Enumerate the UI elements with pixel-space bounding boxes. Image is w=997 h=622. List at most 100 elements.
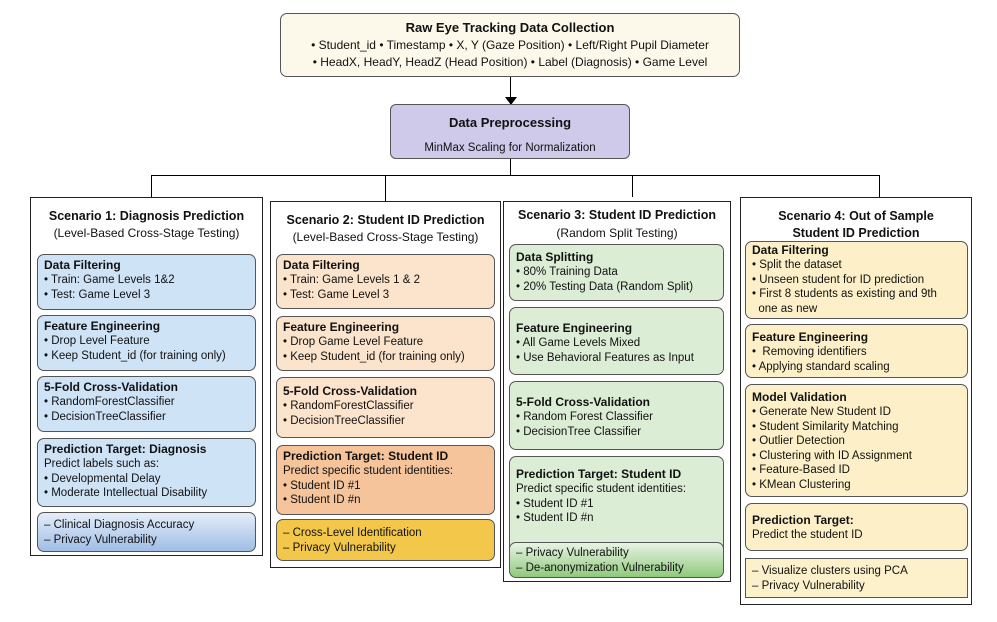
card-line: • Use Behavioral Features as Input [516,351,694,364]
scenario-3-outcome-card: – Privacy Vulnerability – De-anonymizati… [509,542,724,578]
card-line: Predict specific student identities: [516,483,687,495]
card-line: • Applying standard scaling [752,360,890,373]
scenario-3-title: Scenario 3: Student ID Prediction [518,208,716,222]
connector-to-scenario-3 [632,175,634,197]
card-line: • Student ID #n [516,512,594,524]
card-line: – Privacy Vulnerability [752,579,865,592]
card-line: • Drop Game Level Feature [283,336,424,348]
connector-to-scenario-2 [385,175,387,201]
card-line: • Drop Level Feature [44,335,150,347]
scenario-2-title: Scenario 2: Student ID Prediction [286,213,485,227]
card-heading: Model Validation [752,390,847,404]
scenario-2-panel: Scenario 2: Student ID Prediction (Level… [270,201,501,568]
connector-horizontal-bus [151,175,880,177]
card-line: • KMean Clustering [752,478,851,491]
card-line: • Removing identifiers [752,346,867,358]
connector-top-vertical [510,77,512,101]
card-line: • First 8 students as existing and 9th [752,288,937,300]
card-line: • RandomForestClassifier [283,400,414,412]
card-line: • Train: Game Levels 1 & 2 [283,274,420,286]
scenario-2-cross-validation-card: 5-Fold Cross-Validation • RandomForestCl… [276,377,495,438]
card-heading: 5-Fold Cross-Validation [516,395,651,409]
arrow-head-icon [505,97,517,105]
card-line: • Test: Game Level 3 [44,288,151,301]
scenario-3-subtitle: (Random Split Testing) [556,226,678,240]
card-line: • Outlier Detection [752,435,845,447]
card-heading: Prediction Target: Student ID [283,449,449,463]
data-preprocessing-box: Data Preprocessing MinMax Scaling for No… [390,104,630,159]
card-line: one as new [752,302,818,315]
scenario-1-title: Scenario 1: Diagnosis Prediction [48,209,245,223]
card-line: • RandomForestClassifier [44,396,175,408]
card-heading: Feature Engineering [752,330,869,344]
card-line: • DecisionTreeClassifier [44,410,166,423]
scenario-1-outcome-card: – Clinical Diagnosis Accuracy – Privacy … [37,512,256,552]
scenario-2-feature-engineering-card: Feature Engineering • Drop Game Level Fe… [276,316,495,371]
scenario-3-prediction-target-card: Prediction Target: Student ID Predict sp… [509,456,724,558]
card-line: – Privacy Vulnerability [44,533,157,546]
card-heading: Prediction Target: [752,513,854,527]
card-line: – Privacy Vulnerability [516,547,629,559]
card-line: • Unseen student for ID prediction [752,273,925,286]
card-line: • Feature-Based ID [752,464,850,476]
card-line: • All Game Levels Mixed [516,337,641,349]
card-heading: Data Filtering [44,258,121,272]
card-line: • Keep Student_id (for training only) [283,350,465,363]
scenario-3-cross-validation-card: 5-Fold Cross-Validation • Random Forest … [509,381,724,450]
card-heading: Prediction Target: Diagnosis [44,442,207,456]
scenario-1-cross-validation-card: 5-Fold Cross-Validation • RandomForestCl… [37,376,256,432]
card-line: • Train: Game Levels 1&2 [44,274,175,286]
card-line: • Keep Student_id (for training only) [44,349,226,362]
scenario-2-outcome-card: – Cross-Level Identification – Privacy V… [276,519,495,561]
scenario-4-panel: Scenario 4: Out of Sample Student ID Pre… [740,197,972,605]
card-line: • DecisionTree Classifier [516,425,642,438]
card-line: • Student ID #1 [283,479,361,492]
connector-pre-vertical [510,159,512,176]
card-line: Predict specific student identities: [283,465,454,477]
card-heading: 5-Fold Cross-Validation [283,384,418,398]
scenario-4-outcome-card: – Visualize clusters using PCA – Privacy… [745,558,968,598]
connector-to-scenario-4 [879,175,881,197]
card-line: • Clustering with ID Assignment [752,449,912,462]
raw-data-collection-box: Raw Eye Tracking Data Collection • Stude… [280,13,740,77]
scenario-4-feature-engineering-card: Feature Engineering • Removing identifie… [745,324,968,378]
card-line: • 20% Testing Data (Random Split) [516,280,694,293]
scenario-2-prediction-target-card: Prediction Target: Student ID Predict sp… [276,445,495,515]
card-line: • Student ID #n [283,494,361,506]
card-line: Predict the student ID [752,529,863,541]
preprocessing-subtitle: MinMax Scaling for Normalization [424,142,596,154]
scenario-1-subtitle: (Level-Based Cross-Stage Testing) [53,226,240,240]
card-heading: Data Filtering [752,243,829,257]
card-line: – Visualize clusters using PCA [752,565,908,577]
card-line: • Moderate Intellectual Disability [44,487,208,499]
scenario-1-data-filtering-card: Data Filtering • Train: Game Levels 1&2 … [37,254,256,310]
scenario-1-feature-engineering-card: Feature Engineering • Drop Level Feature… [37,315,256,371]
connector-to-scenario-1 [151,175,153,197]
card-line: • DecisionTreeClassifier [283,414,405,427]
card-heading: Data Filtering [283,258,360,272]
scenario-4-prediction-target-card: Prediction Target: Predict the student I… [745,503,968,551]
card-heading: Feature Engineering [516,321,633,335]
scenario-1-prediction-target-card: Prediction Target: Diagnosis Predict lab… [37,438,256,507]
scenario-4-data-filtering-card: Data Filtering • Split the dataset • Uns… [745,241,968,319]
card-line: Predict labels such as: [44,458,160,470]
card-line: – De-anonymization Vulnerability [516,561,684,574]
raw-data-fields-line-2: • HeadX, HeadY, HeadZ (Head Position) • … [312,55,708,69]
card-heading: Feature Engineering [283,320,400,334]
card-line: • 80% Training Data [516,266,618,278]
scenario-2-subtitle: (Level-Based Cross-Stage Testing) [292,230,479,244]
card-line: • Student Similarity Matching [752,420,899,433]
card-line: • Developmental Delay [44,472,161,485]
raw-data-fields-line-1: • Student_id • Timestamp • X, Y (Gaze Po… [311,38,709,52]
card-line: • Split the dataset [752,259,842,271]
card-heading: Feature Engineering [44,319,161,333]
preprocessing-title: Data Preprocessing [448,115,572,130]
scenario-2-data-filtering-card: Data Filtering • Train: Game Levels 1 & … [276,254,495,309]
card-line: • Student ID #1 [516,497,594,510]
card-line: • Generate New Student ID [752,406,891,418]
card-line: – Privacy Vulnerability [283,541,396,554]
card-line: • Random Forest Classifier [516,411,653,423]
card-line: • Test: Game Level 3 [283,288,390,301]
card-heading: Data Splitting [516,250,594,264]
card-heading: Prediction Target: Student ID [516,467,682,481]
